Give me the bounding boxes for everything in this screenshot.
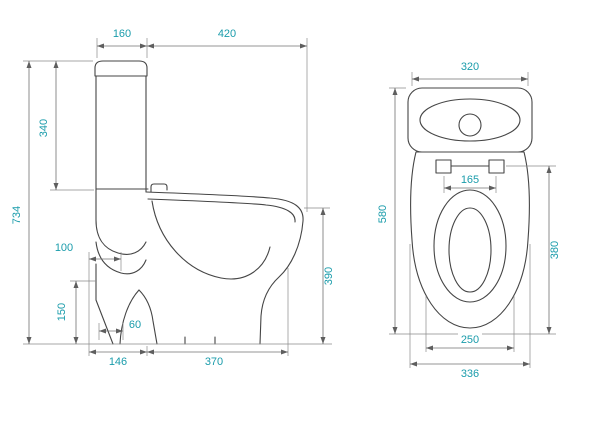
rim-inner-line [147,198,296,223]
pedestal-back-line [119,289,140,345]
dim-146: 146 [89,346,148,368]
dim-250-label: 250 [461,334,479,346]
base-bolt-marks [184,336,216,345]
dim-150: 150 [56,280,96,344]
dim-734-label: 734 [11,206,23,224]
dim-165: 165 [443,174,497,193]
dim-250: 250 [425,296,515,352]
cistern-lid-contour [419,98,521,142]
dim-165-label: 165 [461,174,479,186]
bowl-front-line [259,220,304,345]
seat-hinge-bump [150,183,168,193]
bowl-top-outline [410,151,530,329]
dim-370-label: 370 [205,356,223,368]
dim-160: 160 [96,28,148,58]
trap-upper-line [95,188,147,255]
hinge-left [435,159,452,174]
dim-100: 100 [55,242,122,271]
outlet-line [95,263,114,345]
dim-390: 390 [304,207,335,344]
dim-160-label: 160 [113,28,131,40]
dim-320-label: 320 [461,61,479,73]
hinge-right [488,159,505,174]
bowl-opening-outer [433,189,507,303]
dim-580-label: 580 [377,205,389,223]
dim-340: 340 [23,60,94,191]
trap-lower-line [95,241,147,275]
dim-100-label: 100 [55,242,73,254]
dim-380-label: 380 [549,241,561,259]
dim-60: 60 [98,319,141,340]
dim-320: 320 [411,61,529,86]
toilet-side-outline [94,60,304,345]
extension-line [409,244,531,368]
extension-line [96,38,148,58]
dim-370: 370 [147,268,289,368]
extension-line [23,60,94,191]
dim-336: 336 [409,244,531,380]
cistern-lid [94,60,148,77]
extension-line [425,296,515,352]
pedestal-front-line [138,289,158,345]
dim-420-label: 420 [218,28,236,40]
bowl-cavity-line [151,200,271,280]
toilet-top-outline [407,87,533,329]
rim-top-line [145,191,304,222]
dim-336-label: 336 [461,368,479,380]
flush-button [458,113,482,137]
dim-340-label: 340 [38,119,50,137]
side-view: 160 420 340 734 100 150 [11,28,335,368]
top-view: 320 580 165 380 250 336 [377,61,561,380]
dim-60-label: 60 [129,319,141,331]
dim-734: 734 [11,61,32,344]
dim-390-label: 390 [323,267,335,285]
dim-420: 420 [147,28,308,212]
bowl-opening-inner [448,207,492,293]
dim-146-label: 146 [109,356,127,368]
dim-580: 580 [377,87,458,335]
extension-line [482,165,556,335]
dim-380: 380 [482,165,561,335]
cistern-top-outline [407,87,533,153]
dim-150-label: 150 [56,303,68,321]
extension-line [389,87,458,335]
